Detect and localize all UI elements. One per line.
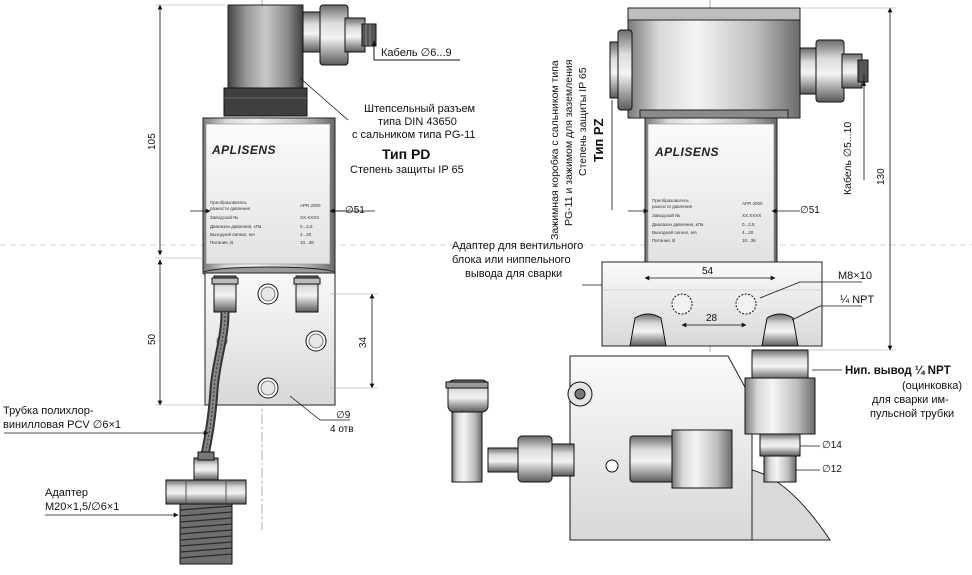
right-junction-line-2: PG-11 и зажимом для заземления xyxy=(563,59,575,226)
right-dim-54: 54 xyxy=(702,266,714,277)
left-plate-2: разности давления xyxy=(210,206,251,211)
right-nipple-line-4: пульсной трубки xyxy=(870,408,955,420)
right-plate-11: 10...36 xyxy=(742,238,756,243)
right-device-pz xyxy=(445,0,896,541)
left-plate-1: Преобразователь xyxy=(210,200,247,205)
left-plate-5: XX.XXXX xyxy=(300,215,320,220)
right-plate-4: Заводской № xyxy=(652,213,680,218)
left-plate-10: Питание, В xyxy=(210,240,234,245)
right-dim-28: 28 xyxy=(706,313,718,324)
left-plate-3: APR 2000 xyxy=(300,203,321,208)
left-protection-label: Степень защиты IP 65 xyxy=(350,164,464,176)
right-plate-9: 4...20 xyxy=(742,230,754,235)
right-dia12-label: ∅12 xyxy=(822,464,842,475)
right-adapter-line-3: вывода для сварки xyxy=(465,268,563,280)
left-connector-line-1: Штепсельный разъем xyxy=(364,103,476,115)
left-dim-50: 50 xyxy=(147,333,158,345)
right-junction-line-3: Степень защиты IP 65 xyxy=(577,67,589,176)
left-adapter-line-1: Адаптер xyxy=(45,487,88,499)
right-plate-8: Выходной сигнал, мА xyxy=(652,230,697,235)
right-plate-1: Преобразователь xyxy=(652,198,689,203)
right-nipple-line-3: для сварки им- xyxy=(872,394,949,406)
right-dia14-label: ∅14 xyxy=(822,440,842,451)
left-plate-8: Выходной сигнал, мА xyxy=(210,232,255,237)
right-plate-10: Питание, В xyxy=(652,238,676,243)
left-dim-34: 34 xyxy=(358,336,369,348)
left-device-pd xyxy=(4,0,460,565)
right-thread-label: M8×10 xyxy=(838,270,872,282)
right-adapter-line-2: блока или ниппельного xyxy=(452,254,571,266)
right-dim-130: 130 xyxy=(876,168,887,185)
right-cable-label: Кабель ∅5...10 xyxy=(842,121,854,195)
right-npt-label: ¼ NPT xyxy=(840,294,875,306)
right-plate-3: APR 2000 xyxy=(742,201,763,206)
right-plate-7: 0...2,5 xyxy=(742,222,755,227)
left-plate-11: 10...36 xyxy=(300,240,314,245)
left-connector-line-2: типа DIN 43650 xyxy=(378,116,457,128)
left-tube-line-2: винилловая PCV ∅6×1 xyxy=(3,419,122,431)
right-diameter-label: ∅51 xyxy=(800,205,820,216)
right-adapter-line-1: Адаптер для вентильного xyxy=(452,240,584,252)
left-tube-line-1: Трубка полихлор- xyxy=(3,405,94,417)
left-logo: APLISENS xyxy=(212,143,277,157)
left-plate-7: 0...2,5 xyxy=(300,224,313,229)
left-plate-6: Диапазон давления, кПа xyxy=(210,224,262,229)
right-plate-6: Диапазон давления, кПа xyxy=(652,222,704,227)
left-plate-4: Заводской № xyxy=(210,215,238,220)
left-cable-label: Кабель ∅6...9 xyxy=(381,47,452,59)
left-adapter-line-2: M20×1,5/∅6×1 xyxy=(45,501,120,513)
right-plate-2: разности давления xyxy=(652,204,693,209)
left-plate-9: 4...20 xyxy=(300,232,312,237)
right-logo: APLISENS xyxy=(655,145,720,159)
right-type-title: Тип PZ xyxy=(591,118,606,162)
left-dim-105: 105 xyxy=(147,133,158,150)
left-connector-line-3: с сальником типа PG-11 xyxy=(352,129,476,141)
right-plate-5: XX.XXXX xyxy=(742,213,762,218)
left-diameter-label: ∅51 xyxy=(345,205,365,216)
left-type-title: Тип PD xyxy=(382,146,431,162)
left-hole-diameter: ∅9 xyxy=(336,410,351,421)
right-nipple-line-1: Нип. вывод ¼ NPT xyxy=(845,365,951,377)
left-holes-count: 4 отв xyxy=(330,424,354,435)
right-nipple-line-2: (оцинковка) xyxy=(902,380,963,392)
right-junction-line-1: Зажимная коробка с сальником типа xyxy=(549,60,561,240)
